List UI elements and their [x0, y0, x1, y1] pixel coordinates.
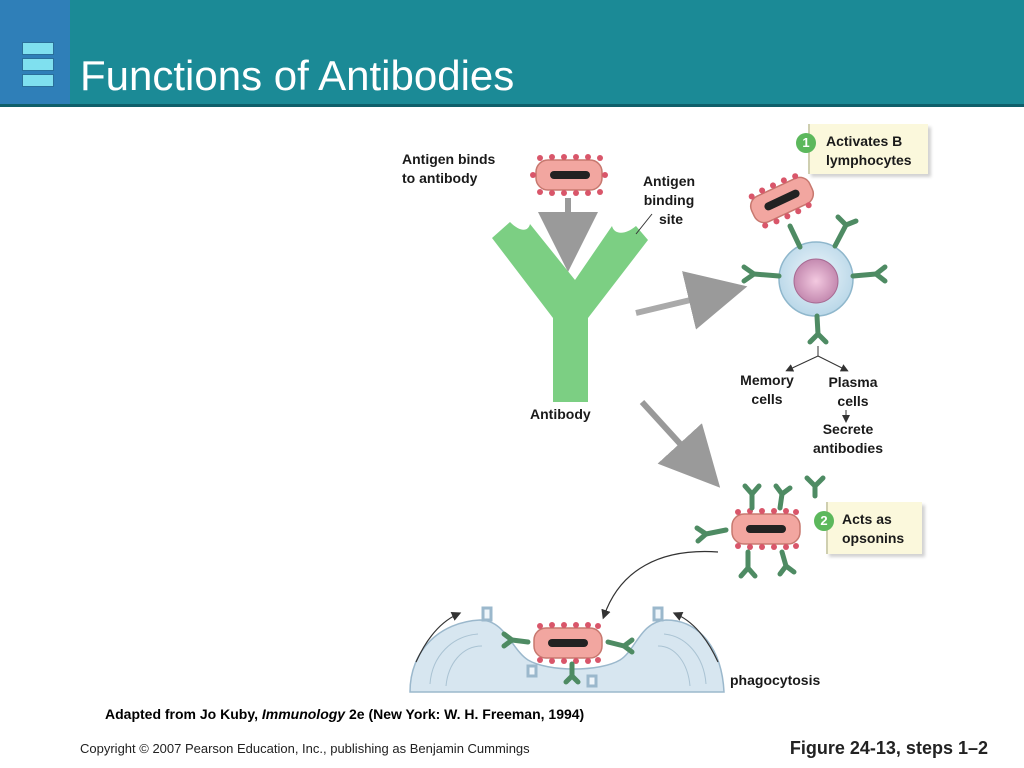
step-1-badge: 1 — [796, 133, 816, 153]
free-antigen — [530, 154, 608, 196]
opsonized-antigen — [694, 483, 801, 579]
step-2-badge: 2 — [814, 511, 834, 531]
stack-icon — [22, 42, 54, 92]
step-1-text: Activates B lymphocytes — [826, 133, 912, 168]
b-lymphocyte — [741, 173, 888, 345]
step-2-box — [826, 502, 922, 554]
figure-reference: Figure 24-13, steps 1–2 — [789, 738, 988, 758]
attribution: Adapted from Jo Kuby, Immunology 2e (New… — [105, 706, 585, 722]
engulf-arrow — [601, 550, 719, 620]
antibody-icon — [492, 222, 648, 402]
slide-title: Functions of Antibodies — [80, 52, 515, 99]
phagocytosis-label: phagocytosis — [730, 672, 821, 688]
title-bar: Functions of Antibodies — [0, 0, 1024, 107]
secreted-antibody-icon — [804, 475, 826, 499]
phagocyte-cell — [409, 606, 725, 693]
activation-arrow — [635, 271, 748, 330]
antigen-binds-label: Antigen binds to antibody — [402, 151, 496, 186]
antibody-label: Antibody — [530, 406, 591, 422]
copyright: Copyright © 2007 Pearson Education, Inc.… — [80, 741, 530, 756]
differentiation-branch — [785, 346, 850, 423]
secrete-antibodies-label: Secrete antibodies — [812, 421, 883, 456]
step-2-text: Acts as opsonins — [842, 511, 905, 546]
binding-site-pointer — [635, 213, 653, 235]
title-underline — [0, 104, 1024, 107]
memory-cells-label: Memory cells — [740, 372, 794, 407]
antigen-binding-site-label: Antigen binding site — [642, 173, 696, 227]
plasma-cells-label: Plasma cells — [828, 374, 878, 409]
opsonin-arrow — [639, 399, 721, 488]
